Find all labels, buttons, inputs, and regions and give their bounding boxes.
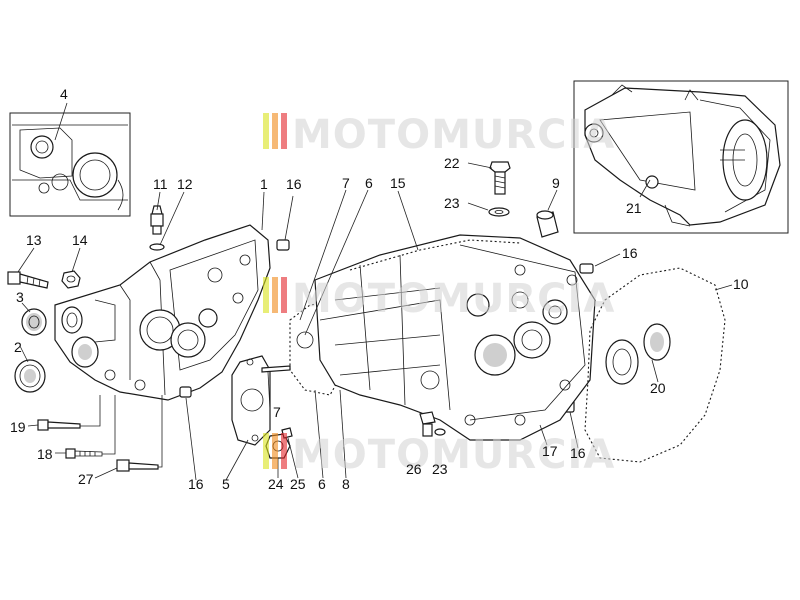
bolt-13	[7, 271, 49, 289]
callout-18: 18	[37, 446, 53, 462]
washer-23	[488, 207, 510, 217]
inset-assembled-gearbox	[573, 80, 789, 234]
callout-10: 10	[733, 276, 749, 292]
callout-16: 16	[188, 476, 204, 492]
oil-seal-3	[21, 308, 47, 336]
callout-labels: 4 11 12 1 16 7 6 15 22 23 9 21 13 14 3 1…	[10, 86, 749, 492]
callout-20: 20	[650, 380, 666, 396]
neutral-switch-11	[150, 205, 164, 235]
callout-16: 16	[286, 176, 302, 192]
callout-11: 11	[153, 176, 168, 192]
dowel-16-a	[276, 239, 290, 251]
callout-26: 26	[406, 461, 422, 477]
gasket-5	[231, 355, 271, 446]
bearing-20	[605, 323, 671, 385]
dowel-16-b	[579, 263, 594, 274]
callout-16: 16	[570, 445, 586, 461]
gasket-10	[584, 267, 726, 463]
gasket-15	[349, 239, 521, 271]
callout-14: 14	[72, 232, 88, 248]
screw-27	[116, 459, 159, 472]
callout-9: 9	[552, 175, 560, 191]
dowel-16-c	[179, 386, 192, 398]
callout-7: 7	[342, 175, 350, 191]
callout-12: 12	[177, 176, 193, 192]
callout-7: 7	[273, 404, 281, 420]
callout-8: 8	[342, 476, 350, 492]
callout-6: 6	[318, 476, 326, 492]
callout-25: 25	[290, 476, 306, 492]
main-gearbox-housing	[314, 234, 596, 441]
nut-14	[61, 270, 81, 289]
stud-7	[261, 365, 291, 373]
watermark-bottom: MOTOMURCIA	[263, 432, 615, 478]
nut-24-25	[265, 427, 293, 459]
svg-text:MOTOMURCIA: MOTOMURCIA	[292, 276, 615, 322]
screw-19	[37, 419, 81, 431]
callout-1: 1	[260, 176, 268, 192]
callout-23: 23	[432, 461, 448, 477]
callout-24: 24	[268, 476, 284, 492]
callout-15: 15	[390, 175, 406, 191]
svg-text:MOTOMURCIA: MOTOMURCIA	[292, 112, 615, 158]
screw-18	[65, 448, 103, 459]
inset-detail-left	[9, 112, 131, 217]
callout-16: 16	[622, 245, 638, 261]
gearbox-cover-1	[54, 224, 271, 401]
watermark-top: MOTOMURCIA	[263, 112, 615, 158]
svg-text:MOTOMURCIA: MOTOMURCIA	[292, 432, 615, 478]
washer-23-b	[434, 428, 446, 436]
callout-6: 6	[365, 175, 373, 191]
bushing-9	[536, 210, 559, 238]
callout-27: 27	[78, 471, 94, 487]
plug-26	[419, 411, 436, 437]
callout-21: 21	[626, 200, 642, 216]
callout-23: 23	[444, 195, 460, 211]
drain-plug-22	[489, 161, 511, 195]
callout-2: 2	[14, 339, 22, 355]
callout-5: 5	[222, 476, 230, 492]
washer-12	[149, 243, 165, 251]
callout-19: 19	[10, 419, 26, 435]
callout-17: 17	[542, 443, 558, 459]
bearing-2	[14, 359, 46, 393]
watermark-middle: MOTOMURCIA	[263, 276, 615, 322]
leader-lines	[17, 102, 733, 481]
callout-22: 22	[444, 155, 460, 171]
callout-13: 13	[26, 232, 42, 248]
callout-3: 3	[16, 289, 24, 305]
callout-4: 4	[60, 86, 68, 102]
